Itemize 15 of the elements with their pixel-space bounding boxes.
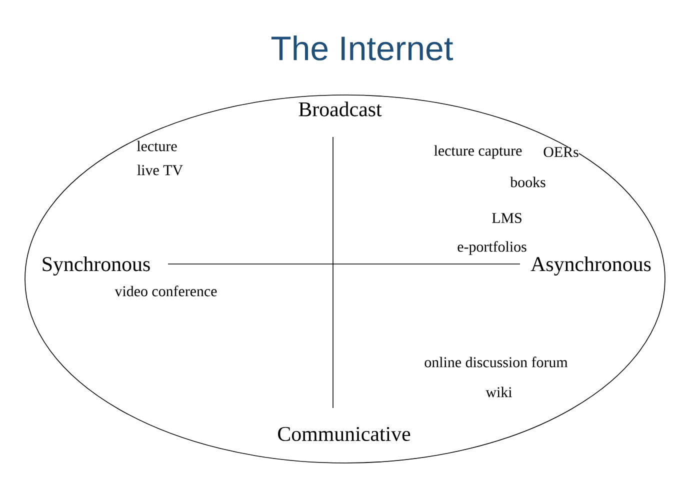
item-label: live TV [136, 164, 184, 176]
item-label: wiki [486, 386, 512, 398]
item-label: OERs [543, 146, 579, 158]
item-label: online discussion forum [424, 356, 568, 368]
axis-label: Broadcast [298, 102, 382, 116]
item-label: e-portfolios [457, 241, 527, 255]
axis-label: Communicative [277, 426, 411, 442]
item-label: books [510, 176, 546, 188]
axis-label: Synchronous [41, 256, 151, 276]
item-label: video conference [114, 286, 218, 296]
title: The Internet [271, 36, 454, 60]
item-label: lecture capture [434, 145, 522, 159]
item-label: lecture [136, 140, 178, 152]
item-label: LMS [492, 212, 522, 224]
axis-label: Asynchronous [530, 256, 652, 276]
